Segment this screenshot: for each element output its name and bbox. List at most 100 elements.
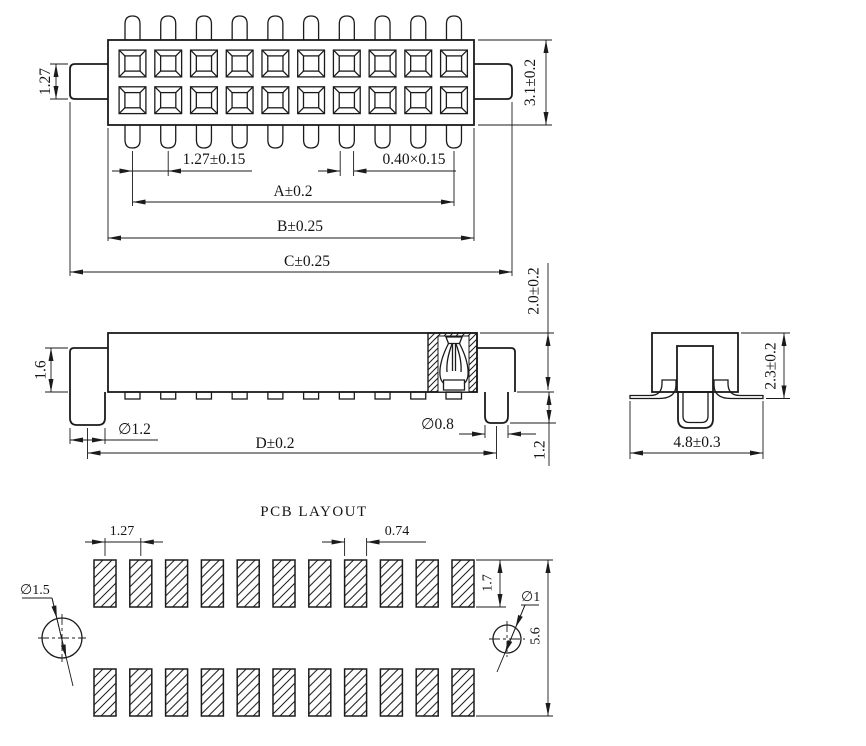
pin-tail: [338, 15, 355, 41]
solder-pad: [200, 668, 225, 717]
pin-tail: [195, 124, 213, 149]
gullwing-lead-right: [713, 379, 764, 400]
dim-label-boss-left: ∅1.2: [118, 421, 151, 438]
extension-lines: [480, 263, 554, 393]
dim-label-a: A±0.2: [273, 183, 312, 200]
pin-tail: [195, 15, 213, 41]
socket-contact: [225, 86, 254, 115]
housing-outline: [651, 332, 739, 393]
extension-lines: [476, 559, 553, 608]
pin-tail: [374, 15, 391, 41]
dim-label-pin-section: 0.40×0.15: [383, 151, 446, 168]
receptacle-contact: [439, 336, 469, 400]
locating-boss-right: [484, 392, 509, 424]
solder-pad: [129, 559, 153, 608]
gullwing-lead-left: [629, 379, 677, 400]
centerline: [489, 621, 525, 657]
pin-tail: [302, 124, 320, 149]
dim-label-boss-span: D±0.2: [255, 435, 294, 452]
solder-pad: [164, 668, 189, 717]
extension-lines: [510, 422, 556, 466]
dim-label-tab-height: 1.27: [37, 68, 54, 95]
smt-lead: [338, 391, 355, 400]
socket-contact: [261, 86, 290, 115]
pin-tail: [267, 15, 284, 41]
pin-tail: [160, 15, 177, 41]
dim-label-standoff: 1.6: [33, 360, 50, 380]
end-view: 2.3±0.2 4.8±0.3: [629, 332, 790, 459]
dim-label-boss-right: ∅0.8: [421, 416, 454, 433]
pin-tail: [302, 15, 320, 41]
smt-lead: [302, 391, 320, 400]
socket-contact: [368, 86, 397, 115]
center-boss-body: [676, 345, 714, 393]
socket-contact: [404, 86, 433, 115]
socket-contact: [189, 86, 218, 115]
extension-lines: [50, 63, 68, 100]
extension-lines: [69, 102, 513, 276]
smt-lead: [160, 391, 177, 400]
socket-contact: [261, 49, 290, 78]
pin-tail: [124, 15, 141, 41]
solder-pad: [451, 668, 475, 717]
pin-tail: [338, 124, 355, 149]
extension-lines: [132, 151, 455, 206]
socket-contact: [225, 49, 254, 78]
side-tab-left: [69, 63, 108, 100]
solder-pad: [451, 559, 475, 608]
dim-arrow: [504, 627, 516, 654]
pin-row-top: [124, 15, 463, 41]
pad-row-bottom: [93, 668, 475, 717]
solder-pad: [308, 559, 332, 608]
smt-lead: [231, 391, 248, 400]
dim-label-pitch: 1.27±0.15: [183, 151, 246, 168]
dim-label-hole-left: ∅1.5: [20, 583, 50, 598]
pin-tail: [267, 124, 284, 149]
dim-label-end-height: 2.3±0.2: [763, 342, 780, 389]
dim-arrow: [51, 597, 58, 619]
pin-tail: [410, 124, 427, 149]
socket-contact: [154, 49, 183, 78]
dim-label-boss-length: 1.2: [532, 440, 549, 459]
pin-tail: [445, 124, 463, 149]
pin-tail: [124, 124, 141, 149]
socket-contact: [189, 49, 218, 78]
pin-tail: [374, 124, 391, 149]
contact-row-2: [118, 86, 469, 115]
dim-label-total-height: 3.1±0.2: [522, 59, 539, 106]
socket-contact: [404, 49, 433, 78]
smt-lead-row: [124, 391, 427, 400]
socket-contact: [332, 49, 361, 78]
pin-tail: [445, 15, 463, 41]
dim-arrow: [515, 604, 526, 628]
smt-lead: [374, 391, 391, 400]
front-view: 2.0±0.2 1.6 ∅1.2 D±0.2 ∅0.8 1.2: [33, 263, 556, 466]
solder-pad: [164, 559, 189, 608]
solder-pad: [308, 668, 332, 717]
pcb-layout-title: PCB LAYOUT: [260, 504, 367, 520]
smt-lead: [410, 391, 427, 400]
solder-pad: [415, 559, 439, 608]
socket-contact: [332, 86, 361, 115]
solder-pad: [379, 668, 404, 717]
extension-lines: [104, 538, 142, 556]
socket-contact: [439, 49, 469, 78]
socket-contact: [297, 86, 326, 115]
dim-label-pad-width: 0.74: [385, 524, 410, 539]
solder-pad: [343, 559, 368, 608]
solder-pad: [343, 668, 368, 717]
top-view: 1.27 3.1±0.2 1.27±0.15 0.40×0.15 A±0.2 B…: [37, 15, 552, 276]
socket-contact: [368, 49, 397, 78]
housing-outline: [107, 39, 475, 126]
solder-pad: [129, 668, 153, 717]
dim-label-b: B±0.25: [277, 218, 323, 235]
solder-pad: [93, 559, 117, 608]
dim-label-end-width: 4.8±0.3: [673, 434, 721, 451]
dim-label-hole-right: ∅1: [521, 590, 540, 605]
center-boss-inner: [682, 392, 709, 424]
solder-pad: [236, 559, 260, 608]
socket-contact: [118, 49, 147, 78]
extension-lines: [478, 39, 552, 126]
